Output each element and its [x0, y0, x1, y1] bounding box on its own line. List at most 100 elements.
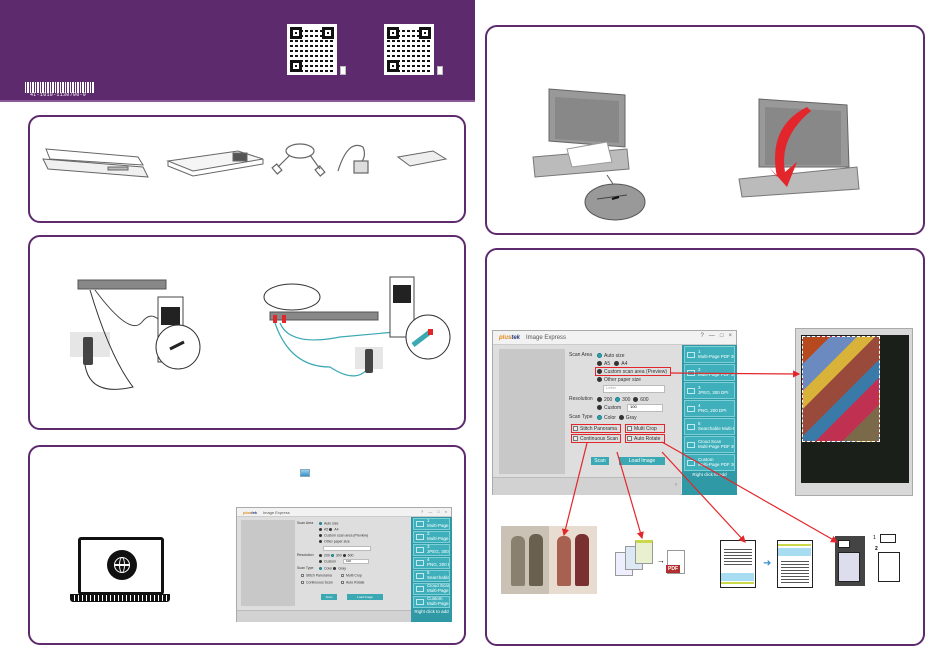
scroll-arrow[interactable]: ›: [675, 482, 677, 488]
profile-number: 3: [698, 385, 701, 390]
load-image-button[interactable]: Load Image: [347, 594, 383, 600]
phone-icon: [437, 66, 443, 75]
status-bar: ›: [493, 477, 681, 495]
scan-area-option[interactable]: Auto size: [319, 522, 338, 526]
close-button[interactable]: ×: [444, 509, 447, 514]
brand-logo: plustek: [243, 509, 258, 515]
profile-label: Multi-Page PDF 30..: [698, 353, 734, 359]
close-button[interactable]: ×: [728, 333, 732, 339]
resolution-options[interactable]: 200 300 600: [319, 554, 354, 558]
barcode-text: 4I-1010-1130700-0: [30, 92, 87, 98]
help-button[interactable]: ?: [421, 509, 424, 514]
checkbox-stitch-panorama[interactable]: Stitch Panorama: [301, 574, 332, 578]
profile-icon: [416, 560, 424, 566]
load-image-button[interactable]: Load Image: [619, 457, 665, 465]
profile-label: Multi-Page PDF 30..: [427, 601, 449, 606]
preview-area[interactable]: [499, 349, 565, 474]
scan-area-option[interactable]: A5 A4: [319, 528, 339, 532]
app-window-large: plustek Image Express ? — □ × Scan Area …: [492, 330, 737, 495]
add-profile-hint[interactable]: Right click to add: [414, 609, 449, 614]
checkbox-auto-rotate[interactable]: Auto Rotate: [341, 581, 364, 585]
profile-icon: [416, 534, 424, 540]
profile-number: 2: [427, 532, 430, 537]
custom-resolution-input[interactable]: 100: [343, 559, 369, 564]
scan-button[interactable]: Scan: [591, 457, 609, 465]
barcode: [25, 82, 95, 93]
checkbox-auto-rotate[interactable]: Auto Rotate: [627, 436, 660, 442]
connection-illustration: [70, 276, 451, 390]
add-profile-hint[interactable]: Right click to add: [692, 472, 727, 477]
paper-size-dropdown[interactable]: [323, 546, 371, 551]
qr-code-2[interactable]: [384, 24, 434, 75]
arrow-close-lid-icon: [769, 107, 811, 187]
maximize-button[interactable]: □: [719, 333, 724, 339]
checkbox-multi-crop[interactable]: Multi Crop: [627, 426, 657, 432]
scan-button[interactable]: Scan: [321, 594, 337, 600]
scan-area-option-custom[interactable]: Custom scan area (Preview): [597, 369, 667, 375]
pdf-badge: PDF: [666, 565, 680, 573]
profile-number: 1: [698, 349, 701, 354]
preview-area[interactable]: [241, 520, 295, 606]
checkbox-multi-crop[interactable]: Multi Crop: [341, 574, 362, 578]
profile-icon: [416, 599, 424, 605]
maximize-button[interactable]: □: [437, 509, 440, 514]
custom-resolution-radio[interactable]: Custom: [597, 405, 621, 411]
profile-number: Custom: [427, 597, 443, 602]
minimize-button[interactable]: —: [708, 333, 715, 339]
scanner-closed-icon: [166, 150, 264, 177]
profile-label: Searchable Multi-P..: [698, 425, 734, 431]
paper-size-dropdown[interactable]: Letter: [603, 385, 665, 393]
checkbox-continuous-scan[interactable]: Continuous Scan: [573, 436, 618, 442]
brand-logo: plustek: [499, 334, 521, 341]
scan-type-options[interactable]: Color Gray: [597, 415, 637, 421]
checkbox-continuous-scan[interactable]: Continuous Scan: [301, 581, 333, 585]
qr-code-1[interactable]: [287, 24, 337, 75]
checkbox-stitch-panorama[interactable]: Stitch Panorama: [573, 426, 617, 432]
profile-label: Multi-Page PDF 30..: [427, 536, 449, 541]
place-document-panel: [485, 25, 925, 235]
custom-resolution-input[interactable]: 100: [627, 404, 663, 412]
auto-rotate-after: [777, 540, 813, 588]
profile-label: Multi-Page PDF 30..: [698, 443, 734, 449]
profile-number: 1: [427, 519, 430, 524]
status-bar: [237, 610, 411, 622]
app-title: Image Express: [526, 334, 567, 341]
resolution-label: Resolution: [569, 396, 593, 402]
scan-area-option-auto[interactable]: Auto size: [597, 353, 625, 359]
header-banner: 4I-1010-1130700-0: [0, 0, 475, 102]
scan-type-options[interactable]: Color Gray: [319, 567, 346, 571]
arrow-right-icon: →: [657, 556, 665, 565]
profile-icon: [687, 459, 695, 466]
laptop-icon: [78, 537, 164, 595]
scanner-open-lid-icon: [42, 148, 149, 178]
image-express-icon[interactable]: [300, 469, 310, 477]
scan-area-option[interactable]: Other paper size: [319, 540, 350, 544]
profile-icon: [416, 573, 424, 579]
scan-area-option-other[interactable]: Other paper size: [597, 377, 641, 383]
custom-resolution[interactable]: Custom: [319, 560, 336, 564]
usb-cable-icon: [271, 143, 326, 177]
scan-type-label: Scan Type: [297, 566, 314, 570]
scan-area-option-a5-a4[interactable]: A5 A4: [597, 361, 627, 367]
minimize-button[interactable]: —: [428, 509, 433, 514]
help-button[interactable]: ?: [700, 333, 704, 339]
profile-number: 2: [698, 367, 701, 372]
resolution-options[interactable]: 200 300 600: [597, 397, 649, 403]
scan-area-option[interactable]: Custom scan area (Preview): [319, 534, 368, 538]
